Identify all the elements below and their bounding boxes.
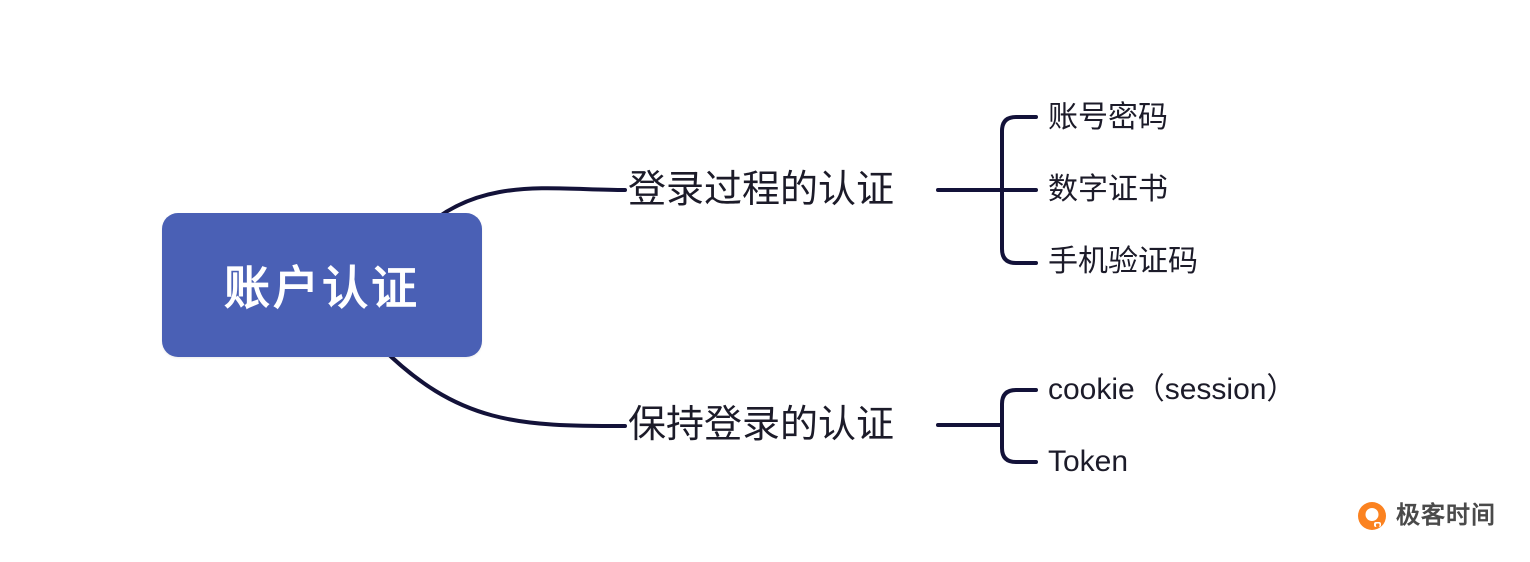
geektime-logo-icon <box>1358 502 1386 530</box>
leaf-node-cookie-session[interactable]: cookie（session） <box>1048 373 1297 406</box>
connector-branch1-bracket <box>1000 115 1038 265</box>
geektime-watermark: 极客时间 <box>1356 500 1496 532</box>
leaf-node-token[interactable]: Token <box>1048 445 1129 478</box>
leaf-node-sms-verification-code[interactable]: 手机验证码 <box>1048 245 1198 278</box>
branch-node-login-process-auth[interactable]: 登录过程的认证 <box>628 169 895 211</box>
root-node-account-auth[interactable]: 账户认证 <box>162 213 482 357</box>
branch-node-keep-login-auth[interactable]: 保持登录的认证 <box>628 404 895 446</box>
geektime-logo-text: 极客时间 <box>1396 502 1496 529</box>
connector-branch2-bracket <box>1000 388 1038 464</box>
leaf-node-account-password[interactable]: 账号密码 <box>1048 101 1168 134</box>
root-node-label: 账户认证 <box>224 262 420 314</box>
connector-root-to-branch2 <box>376 342 627 428</box>
leaf-node-digital-certificate[interactable]: 数字证书 <box>1048 173 1168 206</box>
